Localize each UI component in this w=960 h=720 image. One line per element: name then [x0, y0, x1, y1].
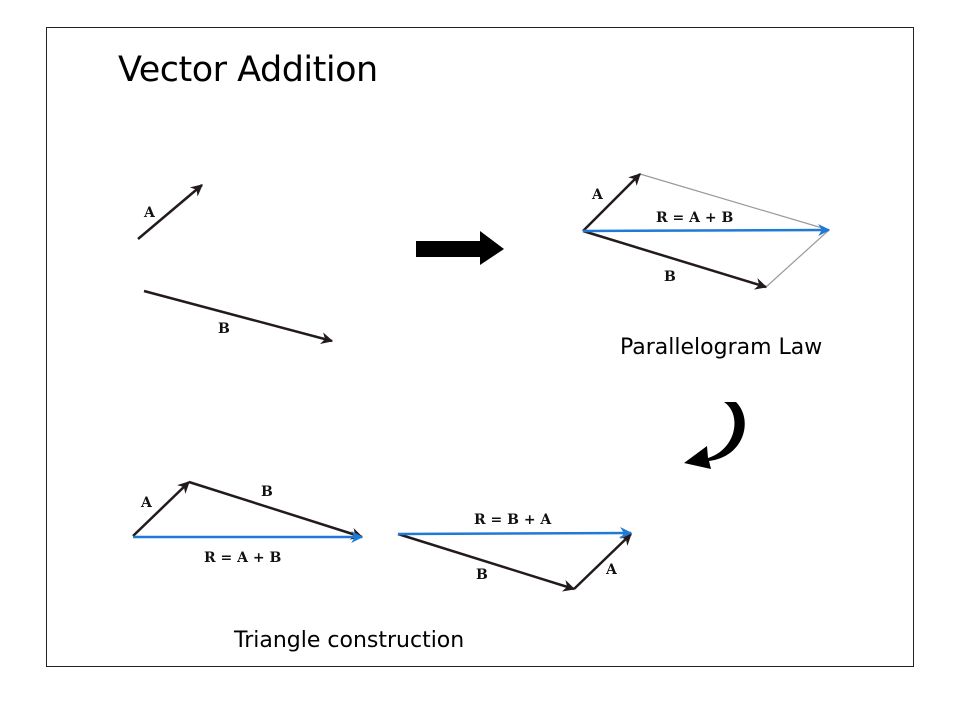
triangle-caption: Triangle construction [234, 628, 465, 653]
vector-b-arrow [143, 289, 334, 345]
slide-frame [46, 27, 914, 667]
triangle2-label-b: B [476, 567, 488, 583]
triangle1-vector-a [132, 481, 190, 537]
triangle2-label-r: R = B + A [474, 512, 552, 528]
triangle1-label-a: A [140, 495, 153, 511]
input-vectors: A B [137, 184, 334, 345]
triangle1-label-b: B [261, 484, 273, 500]
curved-down-left-arrow-icon [684, 402, 745, 469]
triangle1-label-r: R = A + B [204, 550, 281, 566]
triangle2-label-a: A [605, 562, 618, 578]
vector-a-arrow [137, 184, 203, 240]
triangle2-resultant [397, 527, 633, 540]
parallelogram-label-b: B [664, 269, 676, 285]
parallelogram-label-r: R = A + B [656, 210, 733, 226]
parallelogram-caption: Parallelogram Law [620, 335, 823, 360]
triangle2-vector-b [397, 532, 576, 592]
parallelogram-edge-top [639, 173, 830, 231]
vector-a-label: A [143, 205, 156, 221]
triangle-b-plus-a: R = B + A B A [397, 512, 633, 592]
parallelogram-resultant [582, 224, 831, 237]
vector-b-label: B [218, 321, 230, 337]
slide-title: Vector Addition [118, 50, 378, 90]
parallelogram-diagram: A R = A + B B [582, 173, 831, 290]
parallelogram-vector-a [582, 173, 641, 232]
triangle2-vector-a [573, 533, 632, 590]
triangle-a-plus-b: A B R = A + B [132, 480, 364, 566]
triangle1-vector-b [188, 480, 364, 540]
parallelogram-label-a: A [591, 187, 604, 203]
parallelogram-vector-b [582, 229, 768, 290]
parallelogram-edge-right [765, 229, 830, 288]
right-arrow-icon [416, 231, 504, 265]
